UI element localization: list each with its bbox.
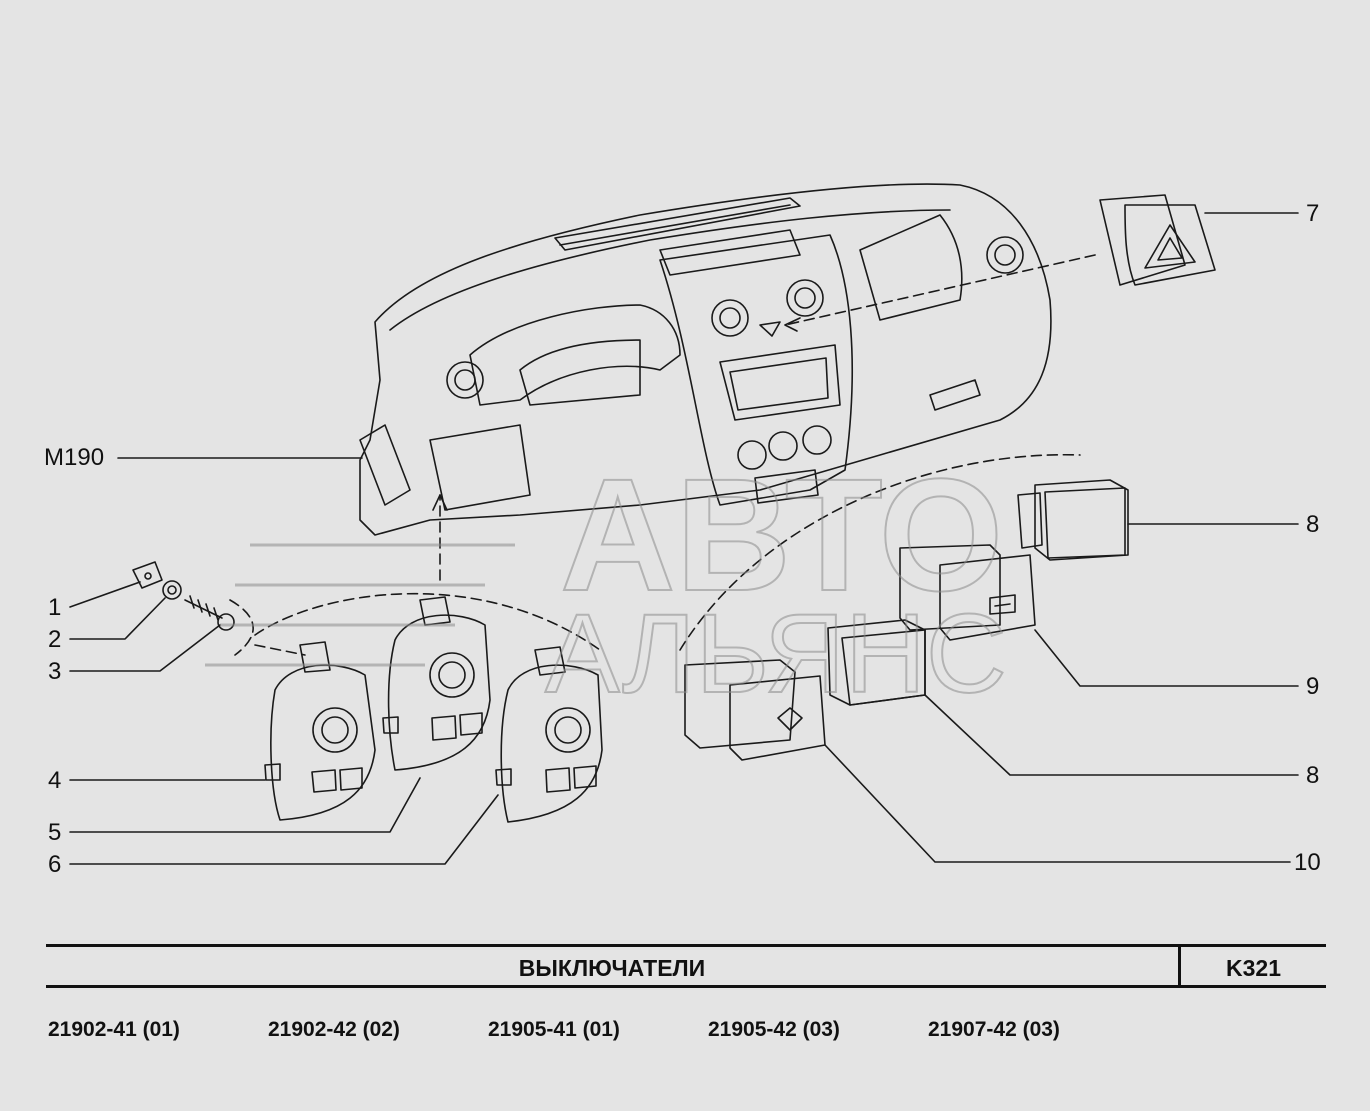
model-item: 21902-41 (01): [48, 1018, 180, 1041]
model-item: 21905-42 (03): [708, 1018, 840, 1041]
callout-4: 4: [48, 767, 62, 794]
callout-1: 1: [48, 594, 62, 621]
callout-m190: M190: [44, 444, 105, 471]
washer-part-2: [162, 580, 182, 600]
model-item: 21907-42 (03): [928, 1018, 1060, 1041]
button-switch-10: [684, 659, 826, 761]
light-switch-6: [495, 646, 603, 823]
callout-8-top: 8: [1306, 511, 1320, 538]
callout-8-bottom: 8: [1306, 762, 1320, 789]
callout-6: 6: [48, 851, 62, 878]
clip-part-1: [132, 561, 163, 589]
callout-9: 9: [1306, 673, 1320, 700]
light-switch-4: [264, 641, 376, 821]
dashboard-outline: [359, 183, 1052, 536]
button-switch-9: [899, 544, 1036, 641]
callout-10: 10: [1294, 849, 1321, 876]
callout-2: 2: [48, 626, 62, 653]
callout-7: 7: [1306, 200, 1320, 227]
title-block: ВЫКЛЮЧАТЕЛИ K321: [46, 944, 1326, 988]
title-divider: [1178, 947, 1181, 985]
screw-part-3: [184, 595, 235, 631]
dashed-leaders: [229, 254, 1096, 656]
sheet-code: K321: [1226, 955, 1281, 981]
callout-5: 5: [48, 819, 62, 846]
callout-3: 3: [48, 658, 62, 685]
watermark-line2: АЛЬЯНС: [545, 591, 1007, 716]
model-item: 21902-42 (02): [268, 1018, 400, 1041]
hazard-switch-part: [1099, 194, 1216, 286]
button-switch-8-top: [1017, 479, 1129, 561]
leader-lines: [69, 212, 1299, 865]
watermark: АВТО АЛЬЯНС: [205, 444, 1008, 717]
model-item: 21905-41 (01): [488, 1018, 620, 1041]
light-switch-5: [382, 596, 491, 771]
page-title: ВЫКЛЮЧАТЕЛИ: [518, 955, 706, 981]
watermark-line1: АВТО: [560, 445, 1003, 624]
parts-diagram: АВТО АЛЬЯНС: [69, 183, 1299, 865]
